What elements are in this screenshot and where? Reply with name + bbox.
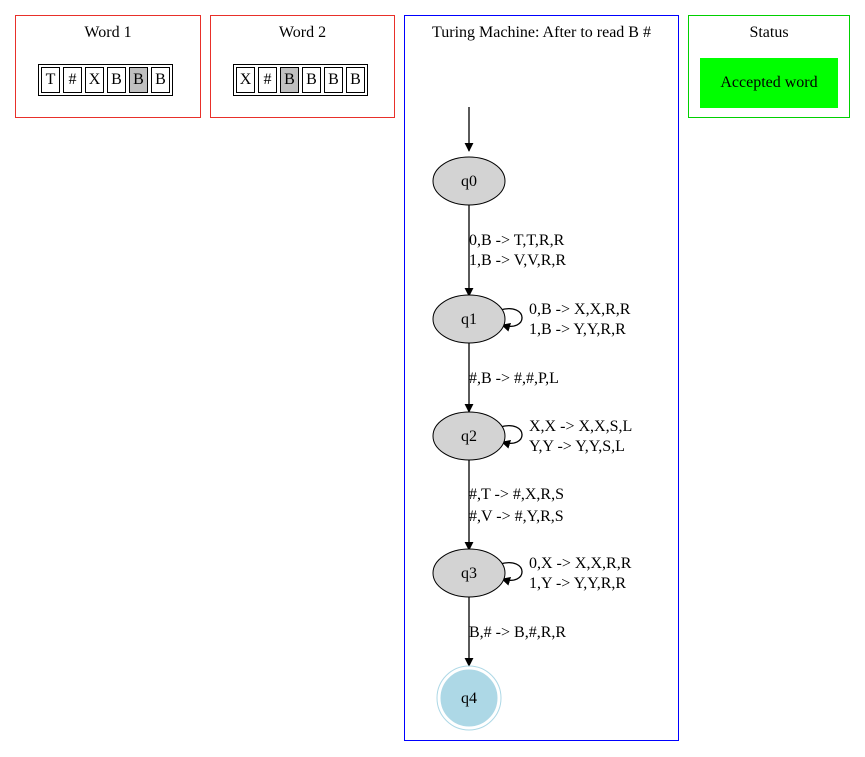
state-label: q1 xyxy=(461,311,477,328)
tape-cell: B xyxy=(107,67,126,93)
tape-cell: B xyxy=(151,67,170,93)
state-label: q4 xyxy=(461,690,477,707)
word1-panel: Word 1 T # X B B B xyxy=(15,15,201,118)
state-q3: q3 xyxy=(432,548,506,598)
status-panel: Status Accepted word xyxy=(688,15,850,118)
word2-panel: Word 2 X # B B B B xyxy=(210,15,395,118)
transition-label: #,V -> #,Y,R,S xyxy=(469,508,564,525)
transition-label: 1,Y -> Y,Y,R,R xyxy=(529,575,626,592)
transition-label: #,B -> #,#,P,L xyxy=(469,370,559,387)
transition-label: B,# -> B,#,R,R xyxy=(469,624,566,641)
transition-label: 0,B -> X,X,R,R xyxy=(529,301,631,318)
state-q0: q0 xyxy=(432,156,506,206)
tape-cell: B xyxy=(302,67,321,93)
loop-q2 xyxy=(499,425,523,449)
state-diagram: q0 q1 q2 q3 q4 0,B -> T,T,R,R 1,B -> V,V… xyxy=(432,107,632,731)
state-q2: q2 xyxy=(432,411,506,461)
tape-cell: B xyxy=(346,67,365,93)
machine-title: Turing Machine: After to read B # xyxy=(432,24,651,41)
transition-label: 0,B -> T,T,R,R xyxy=(469,232,565,249)
word2-title: Word 2 xyxy=(278,24,327,41)
state-q4-accept: q4 xyxy=(436,665,502,731)
tape-cell: # xyxy=(258,67,277,93)
loop-q1 xyxy=(499,308,523,332)
transition-label: 0,X -> X,X,R,R xyxy=(529,555,632,572)
tape-cell: B xyxy=(324,67,343,93)
word2-tape: X # B B B B xyxy=(233,64,368,96)
state-label: q3 xyxy=(461,565,477,582)
state-label: q0 xyxy=(461,173,477,190)
state-q1: q1 xyxy=(432,294,506,344)
tape-cell-head: B xyxy=(129,67,148,93)
tape-cell: T xyxy=(41,67,60,93)
tape-cell: # xyxy=(63,67,82,93)
transition-label: 1,B -> V,V,R,R xyxy=(469,252,566,269)
transition-label: #,T -> #,X,R,S xyxy=(469,486,564,503)
word1-title: Word 1 xyxy=(84,24,132,41)
tape-cell: X xyxy=(236,67,255,93)
status-badge: Accepted word xyxy=(700,58,838,108)
loop-q3 xyxy=(499,562,523,586)
transition-label: X,X -> X,X,S,L xyxy=(529,418,632,435)
word1-tape: T # X B B B xyxy=(38,64,173,96)
tape-cell-head: B xyxy=(280,67,299,93)
status-title: Status xyxy=(749,24,789,41)
tape-cell: X xyxy=(85,67,104,93)
state-label: q2 xyxy=(461,428,477,445)
transition-label: 1,B -> Y,Y,R,R xyxy=(529,321,626,338)
transition-label: Y,Y -> Y,Y,S,L xyxy=(529,438,625,455)
turing-machine-panel: Turing Machine: After to read B # q0 q1 xyxy=(404,15,679,741)
